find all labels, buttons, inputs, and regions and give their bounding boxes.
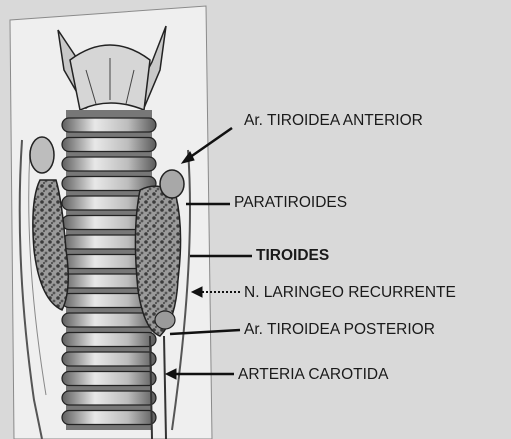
tracheal-ring [62, 411, 156, 425]
label-tiroidea-anterior: Ar. TIROIDEA ANTERIOR [244, 112, 423, 129]
tracheal-ring [62, 372, 156, 386]
label-paratiroides: PARATIROIDES [234, 194, 347, 211]
label-tiroidea-posterior: Ar. TIROIDEA POSTERIOR [244, 321, 435, 338]
tracheal-ring [62, 313, 156, 327]
tracheal-ring [62, 118, 156, 132]
tracheal-ring [62, 138, 156, 152]
label-laringeo-recurrente: N. LARINGEO RECURRENTE [244, 284, 456, 301]
tracheal-ring [62, 352, 156, 366]
label-arteria-carotida: ARTERIA CAROTIDA [238, 366, 389, 383]
tracheal-ring [62, 391, 156, 405]
label-tiroides: TIROIDES [256, 247, 329, 264]
tracheal-ring [62, 157, 156, 171]
tracheal-ring [62, 333, 156, 347]
